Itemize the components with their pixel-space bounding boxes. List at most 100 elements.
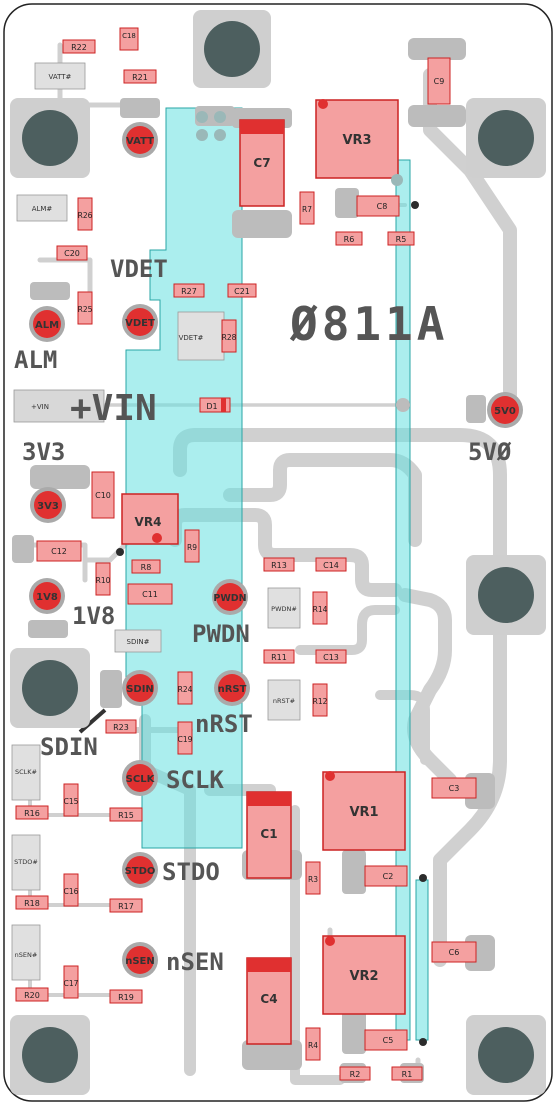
silk-board-id: Ø811A <box>289 297 448 351</box>
resistor-r21: R21 <box>123 69 157 84</box>
resistor-r15: R15 <box>109 807 143 822</box>
capacitor-c2: C2 <box>364 865 408 887</box>
resistor-r7: R7 <box>299 191 315 225</box>
resistor-r13: R13 <box>263 557 295 572</box>
capacitor-c1-label: C1 <box>260 827 277 841</box>
test-point-vatt[interactable]: VATT <box>122 122 158 158</box>
connector-alm-label: ALM# <box>32 205 53 213</box>
connector-vdet-label: VDET# <box>179 334 204 342</box>
resistor-r6: R6 <box>335 231 363 246</box>
mount-hole-bottom-left <box>10 1015 90 1095</box>
test-point-alm-label: ALM <box>35 320 59 331</box>
capacitor-c13: C13 <box>315 649 347 664</box>
resistor-r2: R2 <box>339 1066 371 1081</box>
connector-vin-label: +VIN <box>31 403 49 411</box>
test-point-sclk[interactable]: SCLK <box>122 760 158 796</box>
silk-5v0: 5VØ <box>468 438 512 466</box>
svg-text:C9: C9 <box>434 77 445 86</box>
resistor-r28: R28 <box>221 319 237 353</box>
svg-text:R19: R19 <box>118 993 134 1002</box>
resistor-r11: R11 <box>263 649 295 664</box>
capacitor-c7: C7 <box>239 119 285 207</box>
silk-sclk: SCLK <box>166 766 224 794</box>
resistor-r23: R23 <box>105 719 137 734</box>
mount-hole-upper-right <box>466 98 546 178</box>
regulator-vr4-label: VR4 <box>135 515 162 529</box>
silk-vin: +VIN <box>70 388 157 429</box>
silk-nrst: nRST <box>195 710 253 738</box>
resistor-r4: R4 <box>305 1027 321 1061</box>
test-point-stdo-label: STDO <box>125 866 156 877</box>
capacitor-c11: C11 <box>127 583 173 605</box>
svg-text:C16: C16 <box>64 887 79 896</box>
test-point-pwdn[interactable]: PWDN <box>212 579 248 615</box>
capacitor-c17: C17 <box>63 965 79 999</box>
test-point-1v8-label: 1V8 <box>36 592 58 603</box>
capacitor-c10: C10 <box>91 471 115 519</box>
svg-text:R12: R12 <box>313 697 328 706</box>
svg-text:C13: C13 <box>323 653 339 662</box>
test-point-stdo[interactable]: STDO <box>122 852 158 888</box>
svg-text:C10: C10 <box>95 491 111 500</box>
svg-text:C8: C8 <box>377 202 388 211</box>
capacitor-c19: C19 <box>177 721 193 755</box>
svg-text:R23: R23 <box>113 723 129 732</box>
capacitor-c15: C15 <box>63 783 79 817</box>
connectors <box>11 62 301 981</box>
svg-text:R28: R28 <box>222 333 237 342</box>
mounting-holes <box>10 10 546 1095</box>
regulator-vr2: VR2 <box>322 935 406 1015</box>
svg-text:R15: R15 <box>118 811 134 820</box>
capacitor-c12: C12 <box>36 540 82 562</box>
regulator-vr3: VR3 <box>315 99 399 179</box>
test-point-sclk-label: SCLK <box>126 774 156 785</box>
svg-text:C18: C18 <box>122 32 136 40</box>
sdin-pointer <box>78 708 107 734</box>
capacitor-c5: C5 <box>364 1029 408 1051</box>
resistor-r3: R3 <box>305 861 321 895</box>
resistor-r17: R17 <box>109 898 143 913</box>
capacitor-c4: C4 <box>246 957 292 1045</box>
svg-text:R3: R3 <box>308 875 318 884</box>
svg-text:C5: C5 <box>383 1036 394 1045</box>
svg-text:R8: R8 <box>141 563 152 572</box>
mount-hole-mid-right <box>466 555 546 635</box>
regulator-vr1: VR1 <box>322 771 406 851</box>
capacitor-c9: C9 <box>427 57 451 105</box>
capacitor-c1: C1 <box>246 791 292 879</box>
svg-text:R5: R5 <box>396 235 407 244</box>
svg-text:C3: C3 <box>449 784 460 793</box>
silk-stdo: STDO <box>162 858 220 886</box>
test-point-1v8[interactable]: 1V8 <box>29 578 65 614</box>
svg-text:D1: D1 <box>206 402 217 411</box>
svg-text:C11: C11 <box>142 590 158 599</box>
svg-text:C19: C19 <box>178 735 193 744</box>
resistor-r10: R10 <box>95 562 111 596</box>
resistor-r16: R16 <box>15 805 49 820</box>
svg-text:R4: R4 <box>308 1041 318 1050</box>
test-point-sdin-label: SDIN <box>126 684 154 695</box>
svg-text:R20: R20 <box>24 991 40 1000</box>
svg-text:R27: R27 <box>181 287 197 296</box>
resistor-r27: R27 <box>173 283 205 298</box>
svg-text:C6: C6 <box>449 948 460 957</box>
test-point-sdin[interactable]: SDIN <box>122 670 158 706</box>
resistor-r5: R5 <box>387 231 415 246</box>
resistor-r18: R18 <box>15 895 49 910</box>
test-point-alm[interactable]: ALM <box>29 306 65 342</box>
test-point-nsen[interactable]: nSEN <box>122 942 158 978</box>
capacitor-c4-label: C4 <box>260 992 277 1006</box>
resistor-r20: R20 <box>15 987 49 1002</box>
test-point-nrst[interactable]: nRST <box>214 670 250 706</box>
test-points[interactable]: VATT VDET ALM 3V3 1V8 PWDN <box>29 122 523 978</box>
diode-d1: D1 <box>199 397 231 413</box>
test-point-nsen-label: nSEN <box>125 956 155 967</box>
vias <box>116 111 427 1046</box>
test-point-5v0[interactable]: 5V0 <box>487 392 523 428</box>
test-point-vdet[interactable]: VDET <box>122 304 158 340</box>
svg-text:C12: C12 <box>51 547 67 556</box>
test-point-3v3[interactable]: 3V3 <box>30 487 66 523</box>
resistor-r26: R26 <box>77 197 93 231</box>
svg-text:C15: C15 <box>64 797 79 806</box>
test-point-vatt-label: VATT <box>126 136 154 147</box>
